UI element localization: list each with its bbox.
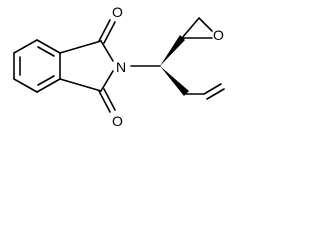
bond-c3a-c3: [59, 78, 102, 92]
bond-benzene-inner-2: [37, 46, 55, 57]
bond-epoxide-c1-c2: [181, 17, 200, 39]
vinyl-group: [185, 83, 225, 100]
bond-benzene-inner-3: [37, 75, 55, 86]
carbonyl-bottom: [98, 88, 116, 113]
structure-diagram: O O N O: [0, 0, 237, 157]
bond-benzene-4: [13, 78, 38, 93]
benzene-ring: [13, 39, 61, 93]
bond-vinyl-double-a: [203, 83, 222, 95]
epoxide-oxygen-label: O: [213, 27, 224, 43]
bond-c1-o-b: [103, 21, 116, 44]
bond-c3-n: [100, 70, 114, 92]
bond-vinyl-double-b: [206, 88, 225, 100]
wedge-bond-epoxide: [160, 35, 185, 66]
epoxide-ring: [181, 17, 213, 39]
bond-benzene-5: [36, 78, 61, 93]
bond-c1-n: [100, 40, 114, 62]
bond-c1-o-a: [98, 19, 111, 42]
bond-c3-o-a: [98, 90, 111, 113]
wedge-bond-vinyl: [160, 66, 189, 96]
bond-benzene-2: [13, 39, 38, 54]
bond-benzene-1: [36, 39, 61, 54]
carbonyl-top: [98, 19, 116, 44]
carbonyl-oxygen-bottom-label: O: [112, 113, 123, 129]
imide-ring: [59, 40, 114, 92]
bond-epoxide-c2-o: [198, 17, 213, 32]
bond-c3-o-b: [103, 88, 116, 111]
bond-c7a-c1: [59, 40, 102, 54]
imide-nitrogen-label: N: [116, 59, 126, 75]
carbonyl-oxygen-top-label: O: [112, 4, 123, 20]
molecule-drawing: O O N O: [13, 4, 225, 129]
